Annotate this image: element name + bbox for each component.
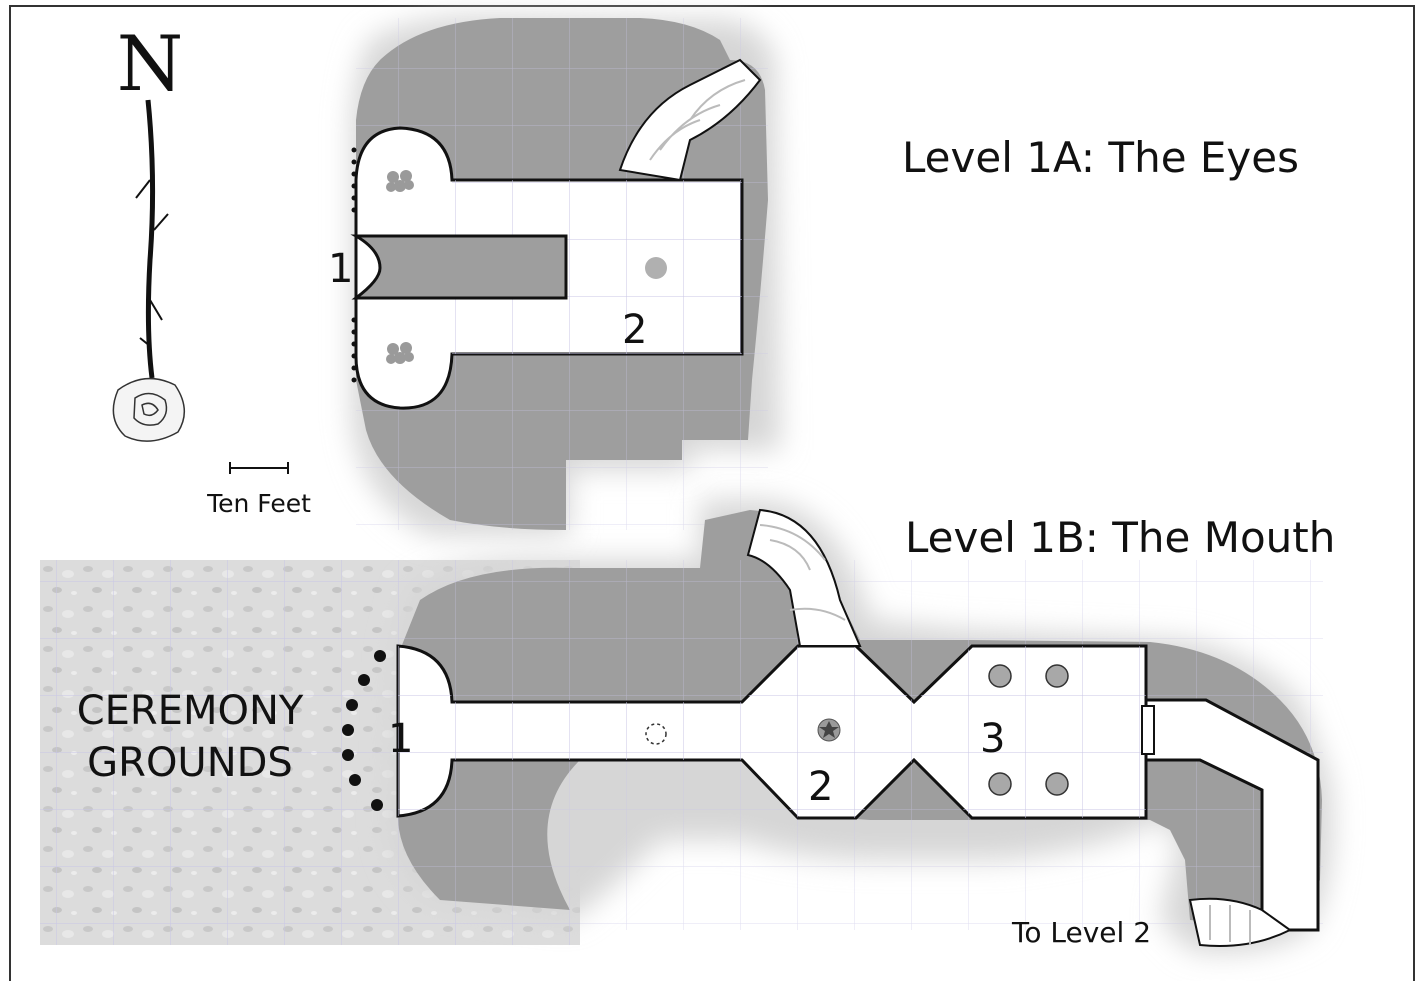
- compass-rose-icon: N: [112, 19, 185, 442]
- pillar-group: [988, 664, 1069, 796]
- lower-floor-grid: [398, 646, 1146, 818]
- star-altar-icon: [817, 718, 841, 742]
- level-1a-title: Level 1A: The Eyes: [902, 133, 1299, 182]
- lower-dotted-wall: [342, 650, 386, 811]
- map-frame: [9, 5, 1415, 981]
- compass-letter: N: [117, 19, 184, 108]
- pillar-icon: [1045, 772, 1069, 796]
- pillar-icon: [988, 664, 1012, 688]
- room-lower-1: 1: [388, 716, 413, 762]
- pillar-icon: [988, 772, 1012, 796]
- pillar-icon: [1045, 664, 1069, 688]
- door-icon[interactable]: [1141, 705, 1155, 755]
- flower-marker-icon: [386, 170, 414, 192]
- level-1b-title: Level 1B: The Mouth: [905, 513, 1335, 562]
- upper-dotted-wall: [351, 147, 357, 383]
- ceremony-label-line1: CEREMONY: [77, 688, 304, 734]
- upper-level-floor: [350, 126, 744, 410]
- room-upper-1: 1: [328, 246, 353, 292]
- room-lower-3: 3: [980, 716, 1005, 762]
- upper-stairs: [618, 58, 762, 182]
- pillar-icon: [645, 257, 667, 279]
- room-lower-2: 2: [808, 764, 833, 810]
- exit-label: To Level 2: [1011, 916, 1151, 949]
- flower-marker-icon: [386, 342, 414, 364]
- scale-label: Ten Feet: [206, 489, 311, 518]
- ceremony-label-line2: GROUNDS: [87, 740, 293, 786]
- scale-bar: Ten Feet: [206, 462, 311, 518]
- dashed-circle-icon: [645, 723, 667, 745]
- room-upper-2: 2: [622, 307, 647, 353]
- lower-stairs-up: [746, 508, 862, 647]
- stairs-icon: [1188, 897, 1292, 947]
